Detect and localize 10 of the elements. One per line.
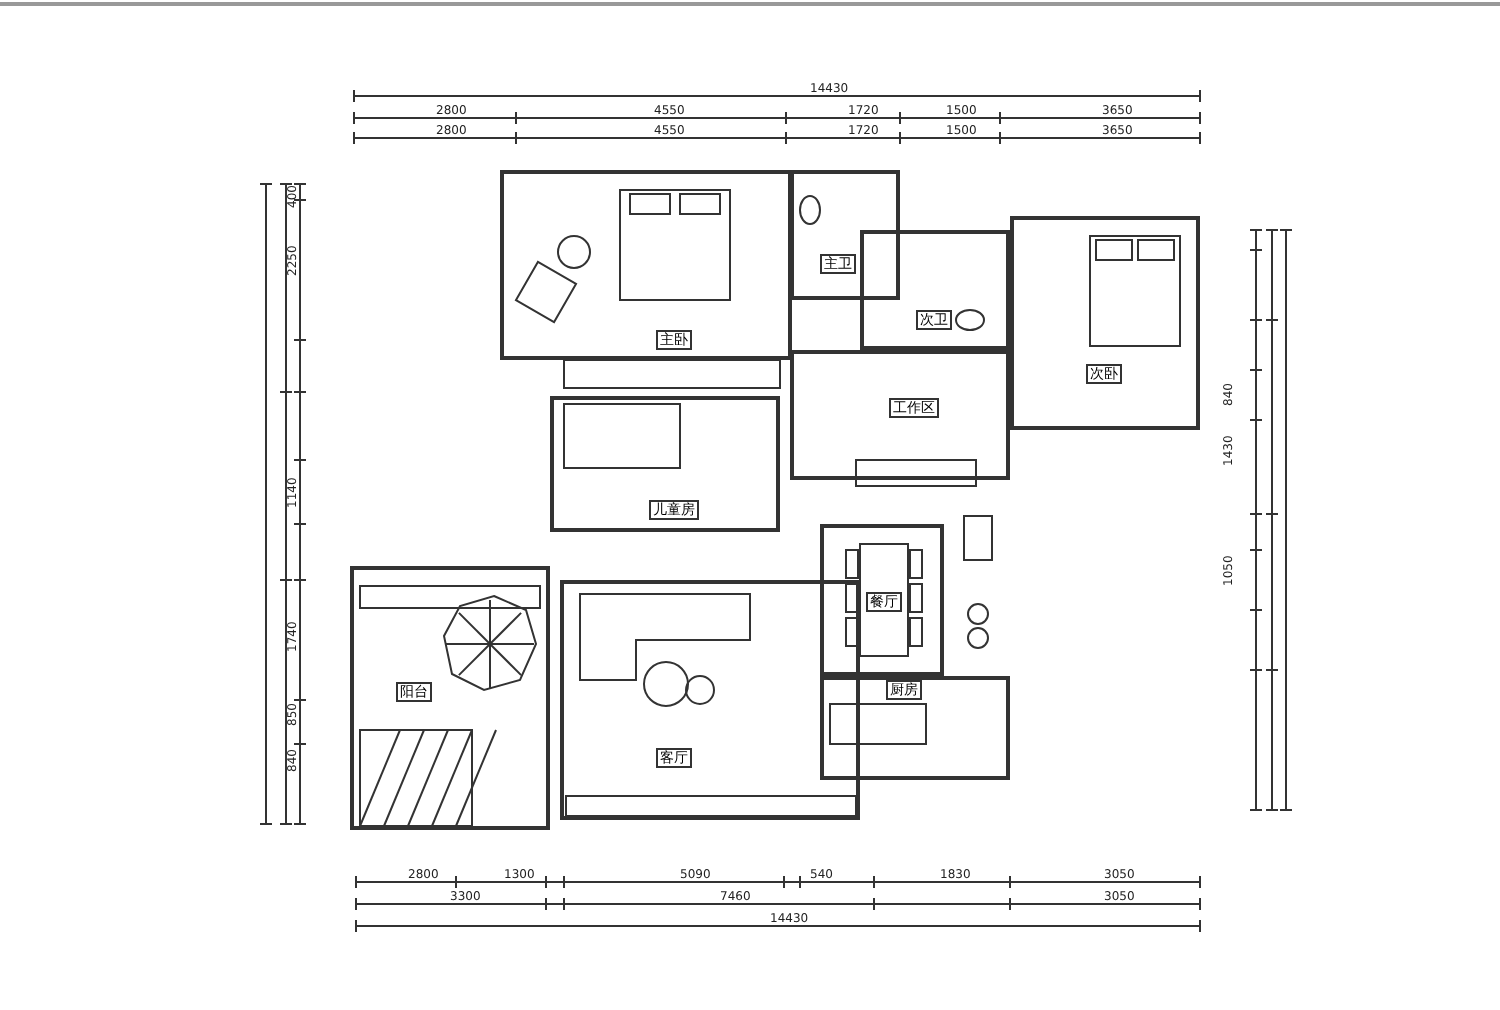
room-outline: [790, 170, 900, 300]
room-outline: [550, 396, 780, 532]
room-outline: [500, 170, 792, 360]
room-outline: [820, 676, 1010, 780]
room-outline: [560, 580, 860, 820]
room-outline: [1010, 216, 1200, 430]
room-outline: [860, 230, 1010, 350]
room-outline: [790, 350, 1010, 480]
room-outline: [820, 524, 944, 676]
room-outline: [350, 566, 550, 830]
